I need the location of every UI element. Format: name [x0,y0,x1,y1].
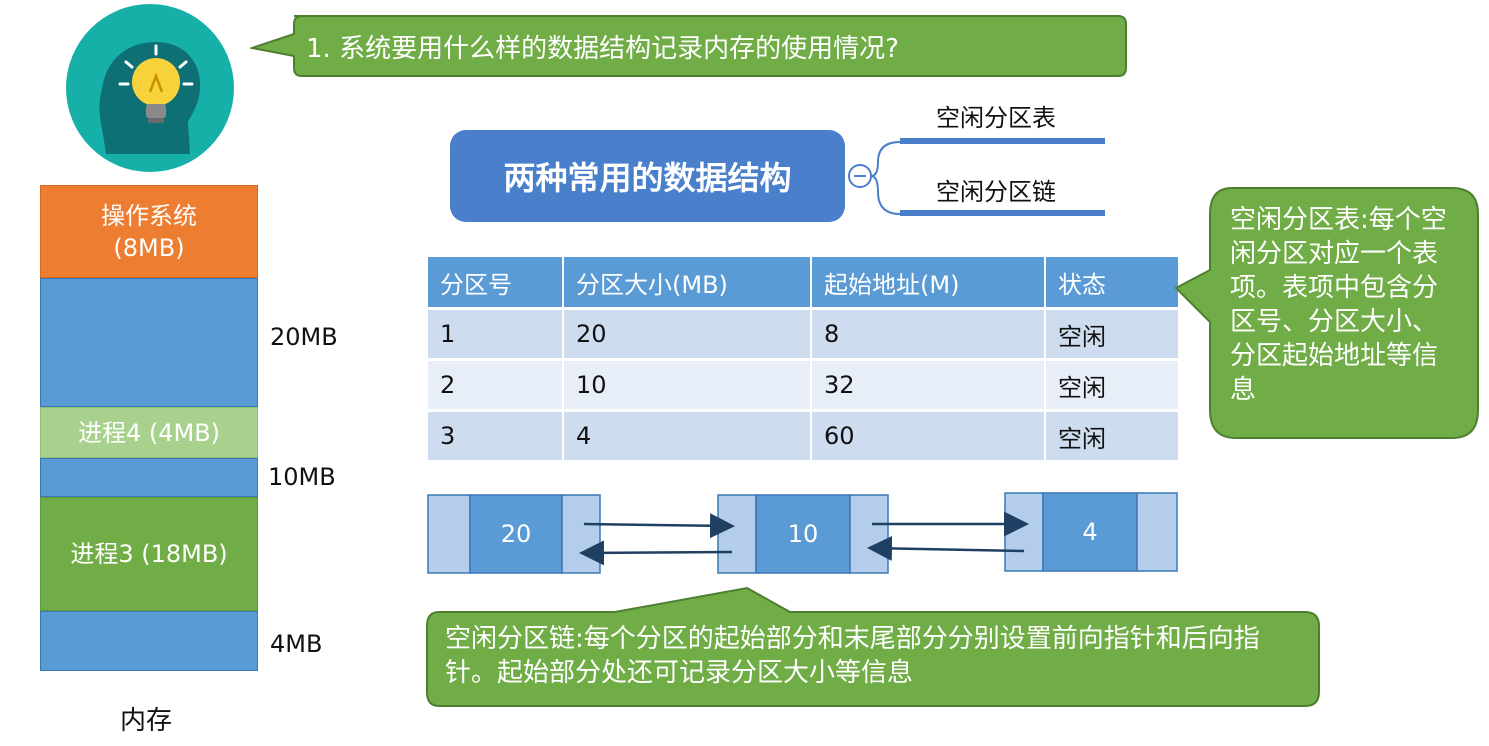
cell-partition-number: 1 [428,307,564,360]
mindmap-branch-table: 空闲分区表 [936,104,1056,132]
table-row: 1 20 8 空闲 [428,307,1180,360]
idea-head-icon [66,4,234,172]
process3-block: 进程3 (18MB) [40,497,258,611]
mindmap-root-node: 两种常用的数据结构 [450,130,845,222]
cell-partition-size: 4 [563,409,812,460]
header-partition-number: 分区号 [428,257,564,309]
forward-pointer [583,513,735,539]
cell-start-address: 60 [811,409,1046,460]
mindmap-root-label: 两种常用的数据结构 [503,159,792,197]
free-partition-table: 分区号 分区大小(MB) 起始地址(M) 状态 1 20 8 空闲 2 10 3… [428,257,1180,460]
cell-partition-number: 2 [428,358,564,411]
chain-node-size: 4 [1082,518,1097,546]
question-bubble [250,15,1127,77]
cell-start-address: 32 [811,358,1046,411]
header-start-address: 起始地址(M) [811,257,1046,309]
table-callout-text: 空闲分区表:每个空闲分区对应一个表项。表项中包含分区号、分区大小、分区起始地址等… [1230,205,1447,405]
chain-node-size: 10 [788,520,819,548]
mindmap-branch-chain: 空闲分区链 [936,178,1056,206]
chain-node: 4 [1004,492,1178,572]
chain-callout-bubble [426,586,1320,707]
cell-partition-size: 20 [563,307,812,360]
cell-status: 空闲 [1045,307,1180,360]
free-block-20mb [40,278,258,407]
chain-node-size: 20 [501,520,532,548]
chain-node: 10 [717,494,889,574]
table-callout-bubble [1174,187,1479,439]
free-block-4mb [40,611,258,671]
table-header-row: 分区号 分区大小(MB) 起始地址(M) 状态 [428,257,1180,309]
question-text: 1. 系统要用什么样的数据结构记录内存的使用情况? [306,34,899,64]
memory-title: 内存 [120,706,173,736]
chain-callout-text: 空闲分区链:每个分区的起始部分和末尾部分分别设置前向指针和后向指针。起始部分处还… [445,624,1260,688]
cell-status: 空闲 [1045,409,1180,460]
free-size-label: 20MB [270,323,338,351]
cell-status: 空闲 [1045,358,1180,411]
header-status: 状态 [1045,257,1180,309]
table-row: 3 4 60 空闲 [428,409,1180,460]
backward-pointer [867,535,1025,561]
process3-label: 进程3 (18MB) [70,540,228,568]
os-block: 操作系统 (8MB) [40,185,258,278]
os-block-label: 操作系统 (8MB) [101,201,197,262]
cell-start-address: 8 [811,307,1046,360]
free-size-label: 4MB [270,630,323,658]
table-row: 2 10 32 空闲 [428,358,1180,411]
cell-partition-size: 10 [563,358,812,411]
mindmap-connectors [848,138,1105,216]
free-size-label: 10MB [268,463,336,491]
chain-node: 20 [427,494,601,574]
backward-pointer [579,540,733,566]
process4-label: 进程4 (4MB) [77,418,221,447]
process4-block: 进程4 (4MB) [40,407,258,458]
header-partition-size: 分区大小(MB) [563,257,812,309]
cell-partition-number: 3 [428,409,564,460]
free-partition-chain: 20 10 4 [427,492,1178,574]
free-block-10mb [40,458,258,497]
